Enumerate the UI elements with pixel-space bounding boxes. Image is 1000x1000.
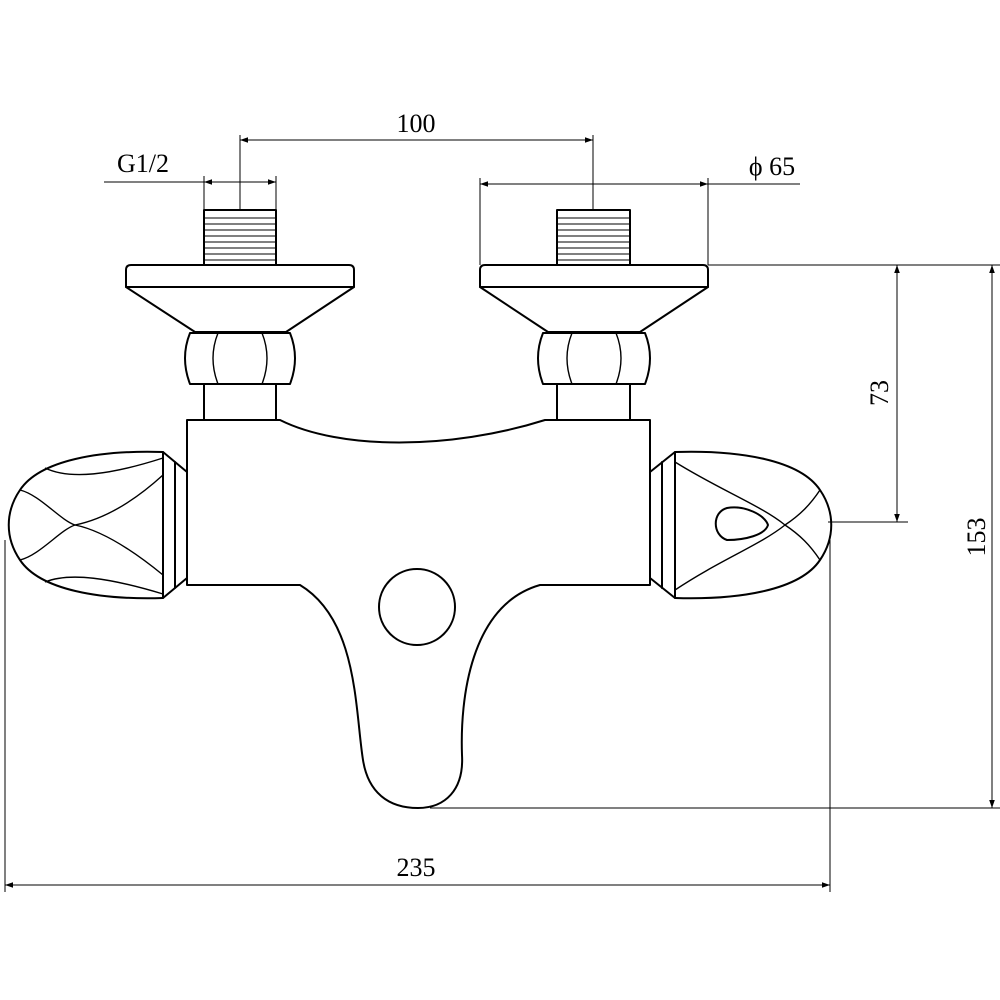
right-handle-cap [674, 450, 833, 600]
label-height-total: 153 [962, 518, 991, 557]
mixer-body [186, 419, 651, 809]
right-inlet [479, 209, 709, 421]
diverter-knob [378, 568, 456, 646]
body-and-spout-outline [186, 419, 651, 809]
left-handle-cap [7, 450, 164, 600]
left-flange-cone [125, 286, 355, 333]
right-thread-lines [557, 217, 630, 261]
right-handle [649, 450, 833, 600]
left-inlet [125, 209, 355, 421]
dimension-lines [4, 135, 1000, 892]
left-handle [7, 450, 188, 600]
right-hex-nut [537, 332, 651, 385]
left-hex-nut [184, 332, 296, 385]
label-inlet-spacing: 100 [397, 109, 436, 138]
left-flange [125, 264, 355, 288]
label-overall-width: 235 [397, 853, 436, 882]
temperature-indicator-icon [714, 506, 769, 541]
right-flange-cone [479, 286, 709, 333]
dimension-labels: 100 G1/2 ϕ 65 73 153 235 [117, 109, 991, 882]
right-flange [479, 264, 709, 288]
left-thread-lines [204, 217, 276, 261]
label-thread-size: G1/2 [117, 149, 169, 178]
label-flange-diameter: ϕ 65 [749, 152, 795, 181]
label-height-upper: 73 [865, 380, 894, 406]
